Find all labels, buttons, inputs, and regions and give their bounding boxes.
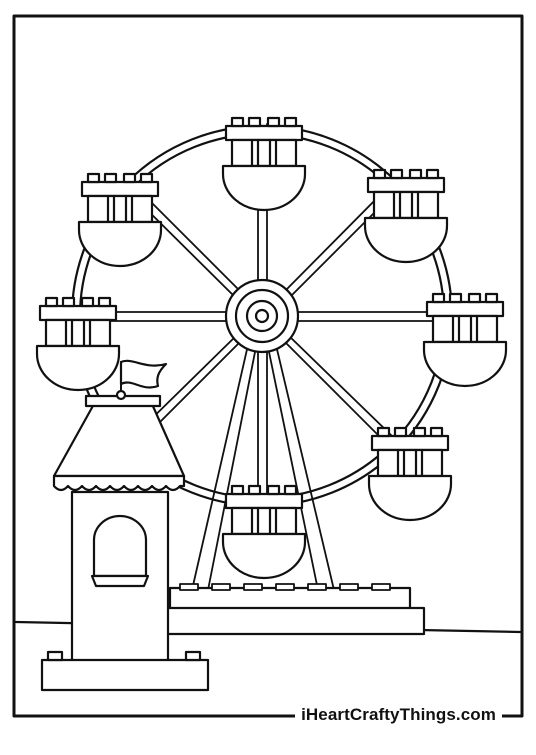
booth-window-sill [92, 576, 148, 586]
gondola-right [422, 292, 508, 388]
gondola-top [221, 116, 307, 212]
wheel-support-legs [192, 345, 334, 590]
booth-window [94, 516, 146, 576]
wheel-hub [226, 280, 298, 352]
booth-base [42, 660, 208, 690]
page-border [14, 16, 522, 716]
watermark-text: iHeartCraftyThings.com [295, 704, 502, 726]
ferris-wheel [35, 116, 508, 634]
gondola-upper-right [363, 168, 449, 264]
gondola-upper-left [77, 172, 163, 268]
booth-roof [54, 404, 184, 476]
booth-roof-trim [54, 476, 184, 490]
ticket-booth [42, 361, 208, 690]
flag [121, 361, 166, 388]
gondola-left [35, 296, 121, 392]
gondola-bottom [221, 484, 307, 580]
wheel-base [158, 584, 424, 634]
gondola-lower-right [367, 426, 453, 522]
